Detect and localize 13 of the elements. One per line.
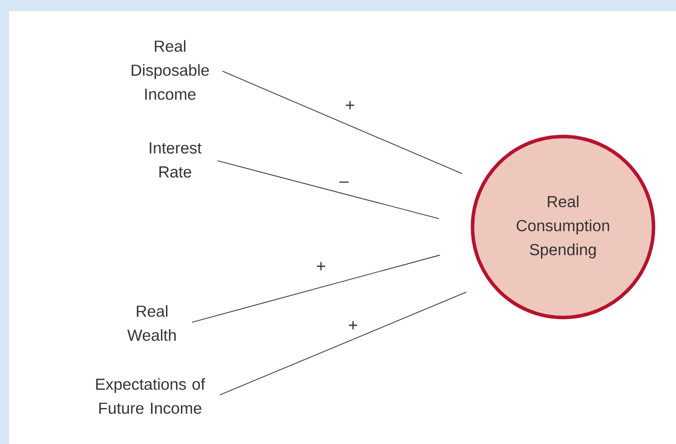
factor-label: Real Disposable Income xyxy=(132,40,209,100)
connector-line xyxy=(222,70,462,174)
edge-label: + xyxy=(315,261,327,273)
connector-line xyxy=(217,160,440,220)
factor-label: Interest Rate xyxy=(150,142,202,178)
circle-node: Real Consumption Spending xyxy=(470,134,656,320)
edge-label: + xyxy=(344,100,356,112)
factor-label: Expectations of Future Income xyxy=(96,378,206,414)
factor-label: Real Wealth xyxy=(127,305,176,341)
connector-line xyxy=(220,292,467,396)
edge-label: + xyxy=(347,320,359,332)
connector-line xyxy=(192,254,440,323)
edge-label: – xyxy=(338,180,350,188)
